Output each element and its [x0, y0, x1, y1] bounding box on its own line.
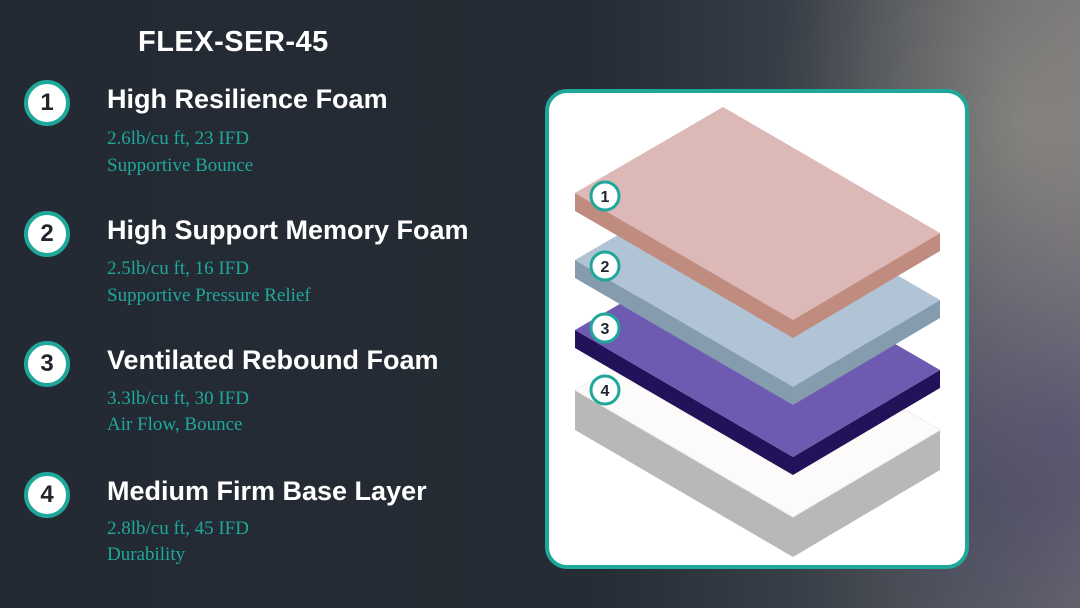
number-badge: 1	[24, 80, 70, 126]
number-badge: 3	[24, 341, 70, 387]
layer-spec: 3.3lb/cu ft, 30 IFD	[107, 388, 249, 409]
layer-side	[575, 260, 940, 405]
layer-spec: 2.8lb/cu ft, 45 IFD	[107, 518, 249, 539]
diagram-badge-4: 4	[589, 374, 621, 406]
layer-spec: 2.6lb/cu ft, 23 IFD	[107, 128, 249, 149]
badge-number: 3	[601, 321, 610, 338]
layer-side	[575, 390, 940, 557]
product-title: FLEX-SER-45	[138, 26, 329, 58]
badge-number: 4	[601, 383, 610, 400]
layer-name: Medium Firm Base Layer	[107, 476, 427, 506]
foam-layer-1	[575, 107, 940, 338]
badge-number: 2	[601, 259, 610, 276]
layer-benefit: Air Flow, Bounce	[107, 414, 243, 435]
layer-spec: 2.5lb/cu ft, 16 IFD	[107, 258, 249, 279]
layer-name: Ventilated Rebound Foam	[107, 345, 439, 375]
number-badge: 4	[24, 472, 70, 518]
diagram-badge-1: 1	[589, 180, 621, 212]
layer-name: High Support Memory Foam	[107, 215, 469, 245]
layer-benefit: Supportive Pressure Relief	[107, 285, 311, 306]
layer-benefit: Durability	[107, 544, 186, 565]
layer-name: High Resilience Foam	[107, 84, 388, 114]
number-badge: 2	[24, 211, 70, 257]
diagram-badge-3: 3	[589, 312, 621, 344]
layer-top	[575, 107, 940, 320]
layer-side	[575, 193, 940, 338]
badge-number: 1	[601, 189, 610, 206]
layer-benefit: Supportive Bounce	[107, 155, 254, 176]
diagram-badge-2: 2	[589, 250, 621, 282]
layer-side	[575, 330, 940, 475]
